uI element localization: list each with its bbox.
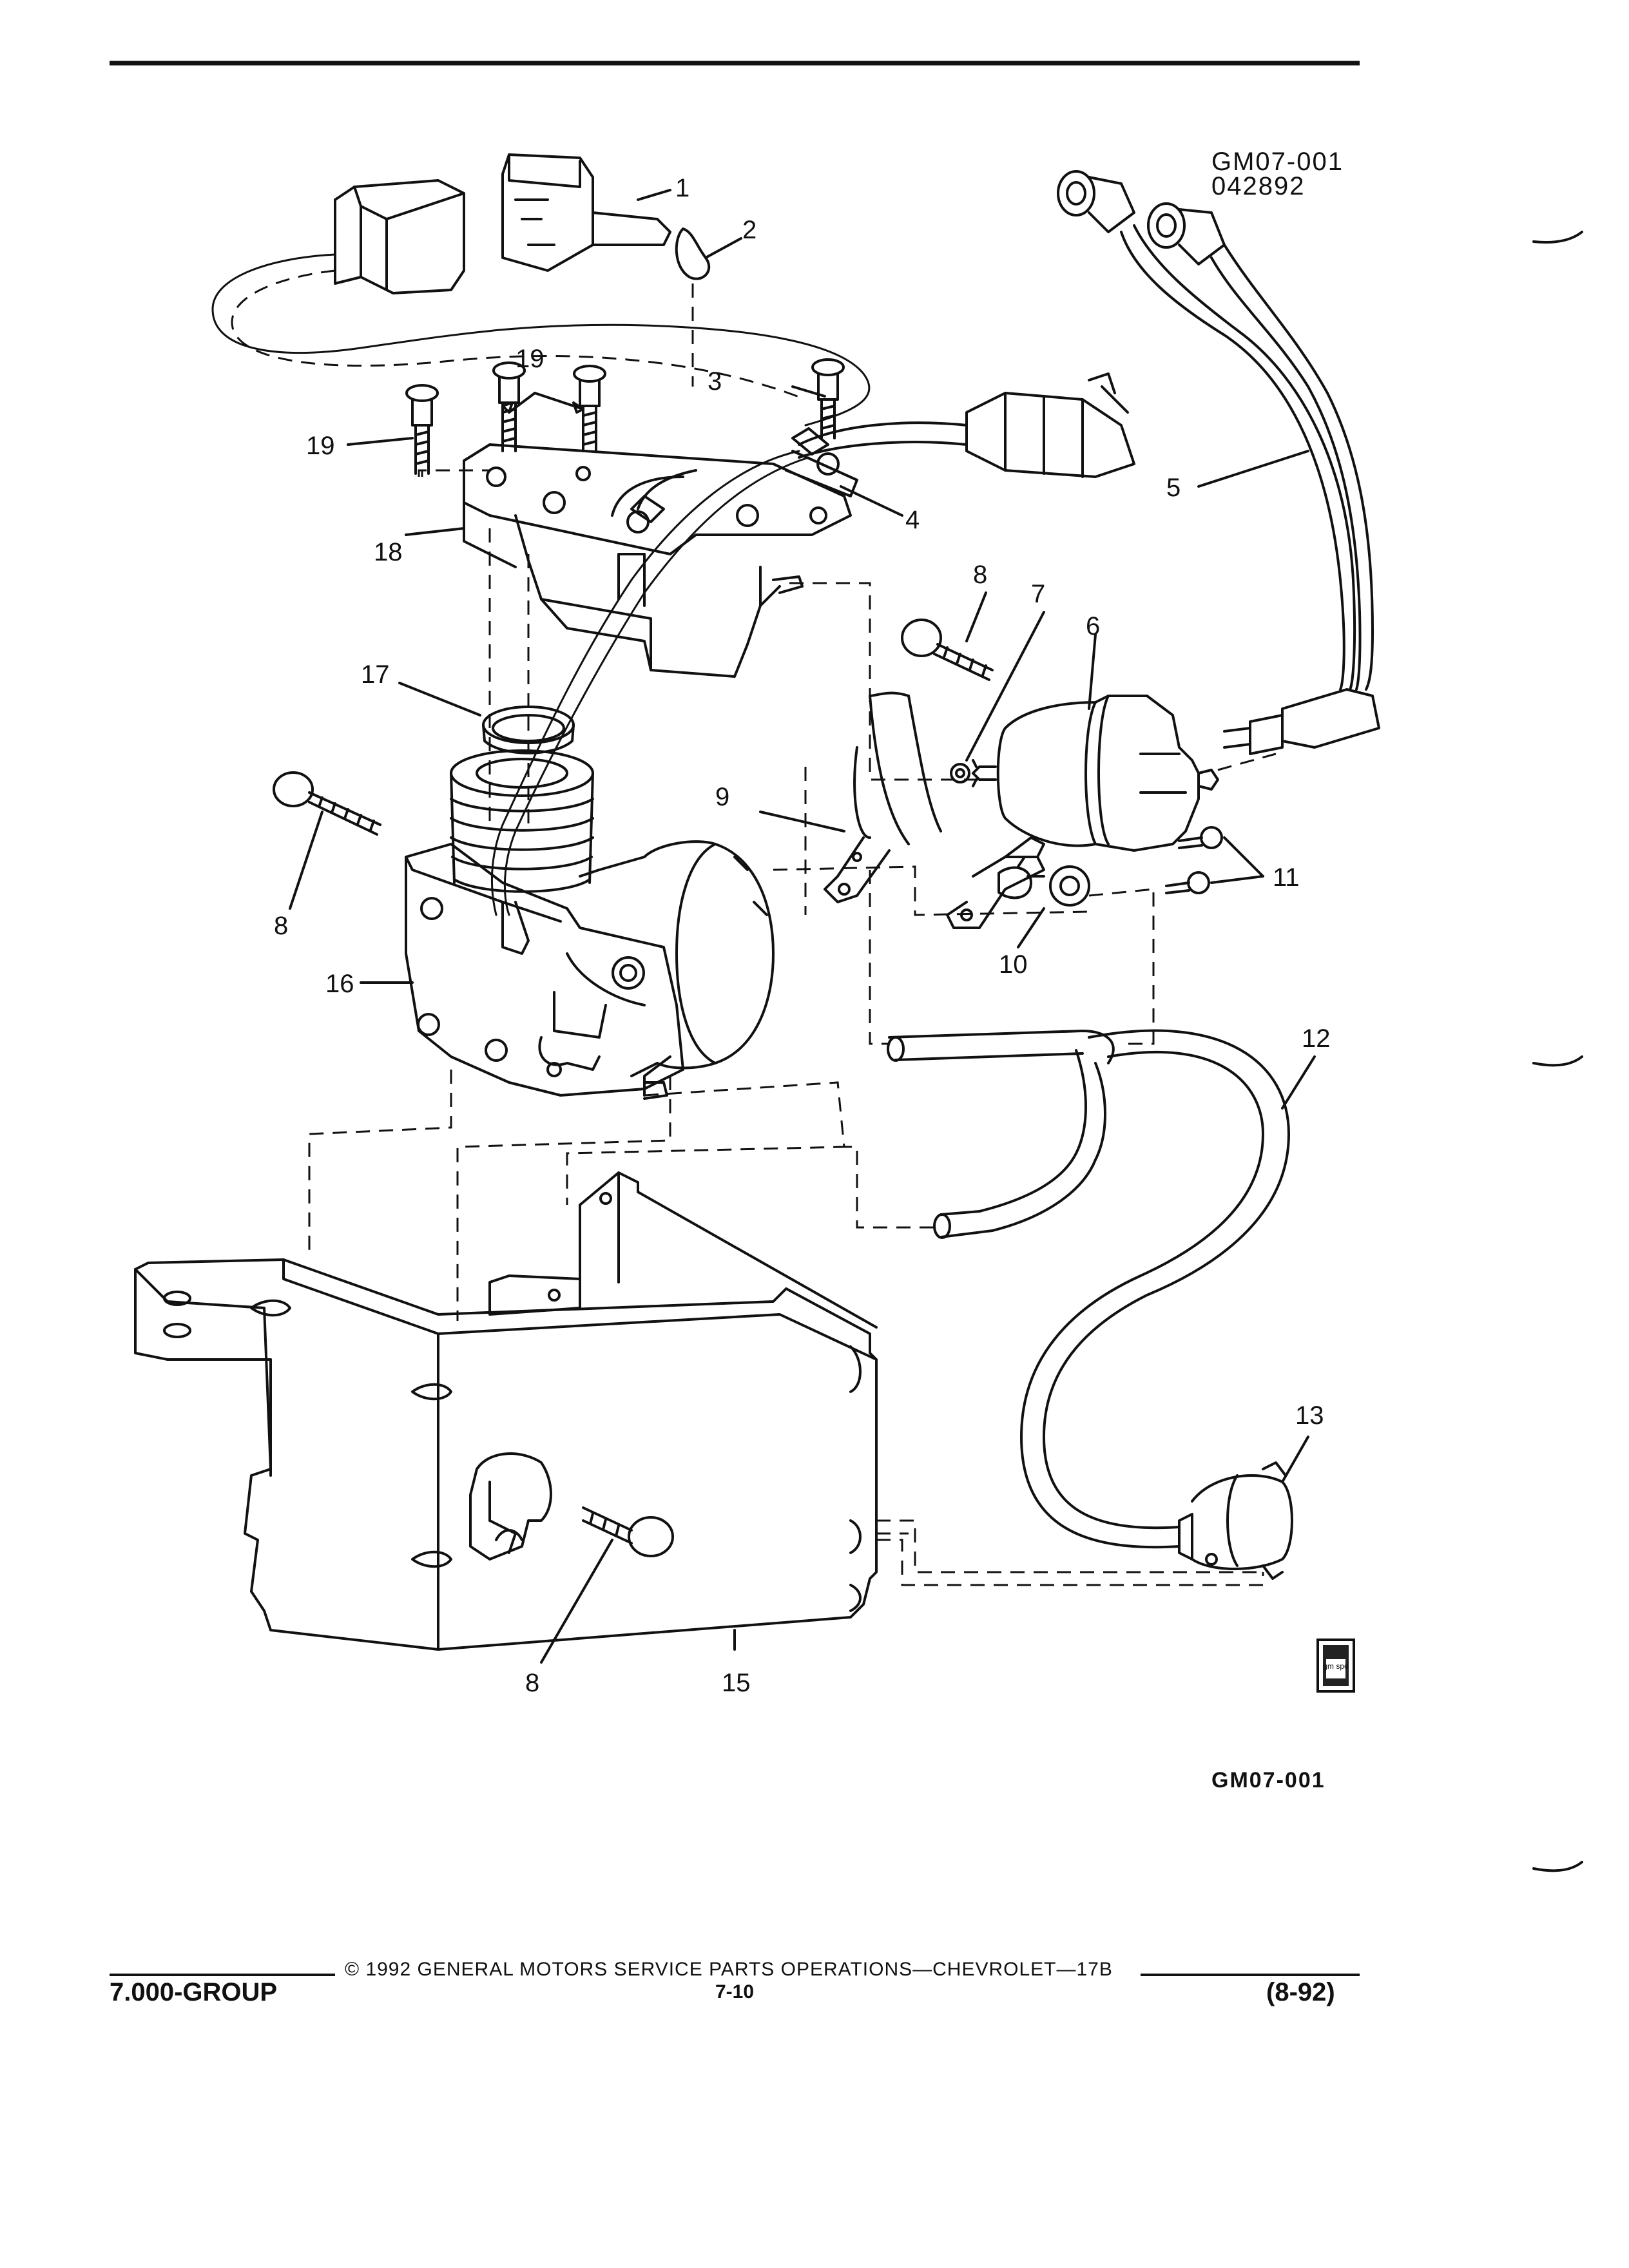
part-bolt-8b <box>901 619 994 681</box>
part-sensor-harness <box>1057 170 1380 755</box>
part-bracket-10 <box>946 836 1090 929</box>
part-solenoid-13 <box>1178 1461 1293 1580</box>
part-screws-11 <box>1165 826 1223 894</box>
part-screw-19b <box>492 361 526 452</box>
part-screw-3 <box>811 358 845 439</box>
guide-line <box>876 1539 1264 1586</box>
part-compressor <box>405 749 775 1100</box>
gm-spo-logo: gm spo <box>1316 1639 1355 1693</box>
margin-mark <box>1532 1861 1583 1872</box>
part-relay-connector <box>334 153 671 294</box>
guide-line <box>773 865 1090 916</box>
guide-line <box>456 1076 671 1321</box>
callout-8a: 8 <box>973 561 987 589</box>
drawing-code-top: GM07-001 <box>1211 148 1344 176</box>
part-hose <box>887 1029 1290 1549</box>
callout-8b: 8 <box>274 912 288 940</box>
callout-6: 6 <box>1086 612 1100 640</box>
callout-10: 10 <box>999 950 1028 979</box>
part-harness-connector <box>785 372 1135 497</box>
callout-3: 3 <box>708 367 722 396</box>
callout-7: 7 <box>1031 580 1045 608</box>
callout-12: 12 <box>1302 1024 1331 1053</box>
part-screw-19c <box>573 365 606 452</box>
copyright-line: © 1992 GENERAL MOTORS SERVICE PARTS OPER… <box>345 1959 1113 1980</box>
guide-line <box>1121 892 1155 1045</box>
wire-loop-dash <box>231 269 806 401</box>
callout-2: 2 <box>742 216 757 244</box>
part-nut-7 <box>950 763 970 783</box>
guide-line <box>869 870 889 1045</box>
part-mounting-bracket <box>134 1171 878 1651</box>
guide-line <box>308 1070 452 1256</box>
leader-lines <box>289 189 1316 1664</box>
callout-5: 5 <box>1166 474 1181 502</box>
callout-16: 16 <box>325 970 354 998</box>
part-bolt-8a <box>273 771 381 836</box>
part-o-ring <box>482 706 575 754</box>
arrow-19 <box>501 401 584 414</box>
screw-guide <box>418 469 490 477</box>
part-bolt-8c <box>582 1506 674 1557</box>
callout-4: 4 <box>905 506 920 534</box>
guide-line <box>1088 888 1154 897</box>
drawing-code-bottom: GM07-001 <box>1211 1768 1325 1792</box>
callout-1: 1 <box>675 174 689 202</box>
margin-mark <box>1532 1055 1583 1067</box>
guide-line <box>566 1081 845 1205</box>
part-valve-assembly <box>463 443 852 678</box>
wire-loop <box>211 253 871 427</box>
callout-19a: 19 <box>306 432 335 460</box>
callout-15: 15 <box>722 1669 751 1697</box>
guide-line <box>789 582 999 781</box>
callout-11: 11 <box>1273 863 1300 892</box>
internal-wire <box>490 450 800 916</box>
page-number: 7-10 <box>715 1981 755 2003</box>
internal-wire <box>503 456 810 916</box>
callout-17: 17 <box>361 660 390 689</box>
callout-9: 9 <box>715 783 729 811</box>
callout-13: 13 <box>1295 1401 1324 1430</box>
part-screw-19a <box>405 384 439 475</box>
guide-line <box>876 1519 1263 1573</box>
callout-8c: 8 <box>525 1669 539 1697</box>
group-label: 7.000-GROUP <box>110 1978 278 2006</box>
logo-text: gm spo <box>1323 1662 1349 1671</box>
part-bracket-band <box>824 691 942 903</box>
guide-line <box>1217 753 1277 771</box>
guide-line <box>838 1146 934 1229</box>
callout-18: 18 <box>374 538 403 566</box>
revision-date: (8-92) <box>1266 1978 1335 2006</box>
callout-19b: 19 <box>516 345 545 373</box>
part-dryer <box>972 695 1219 852</box>
margin-mark <box>1532 231 1583 244</box>
drawing-date-code: 042892 <box>1211 172 1306 200</box>
part-clip <box>675 227 711 387</box>
